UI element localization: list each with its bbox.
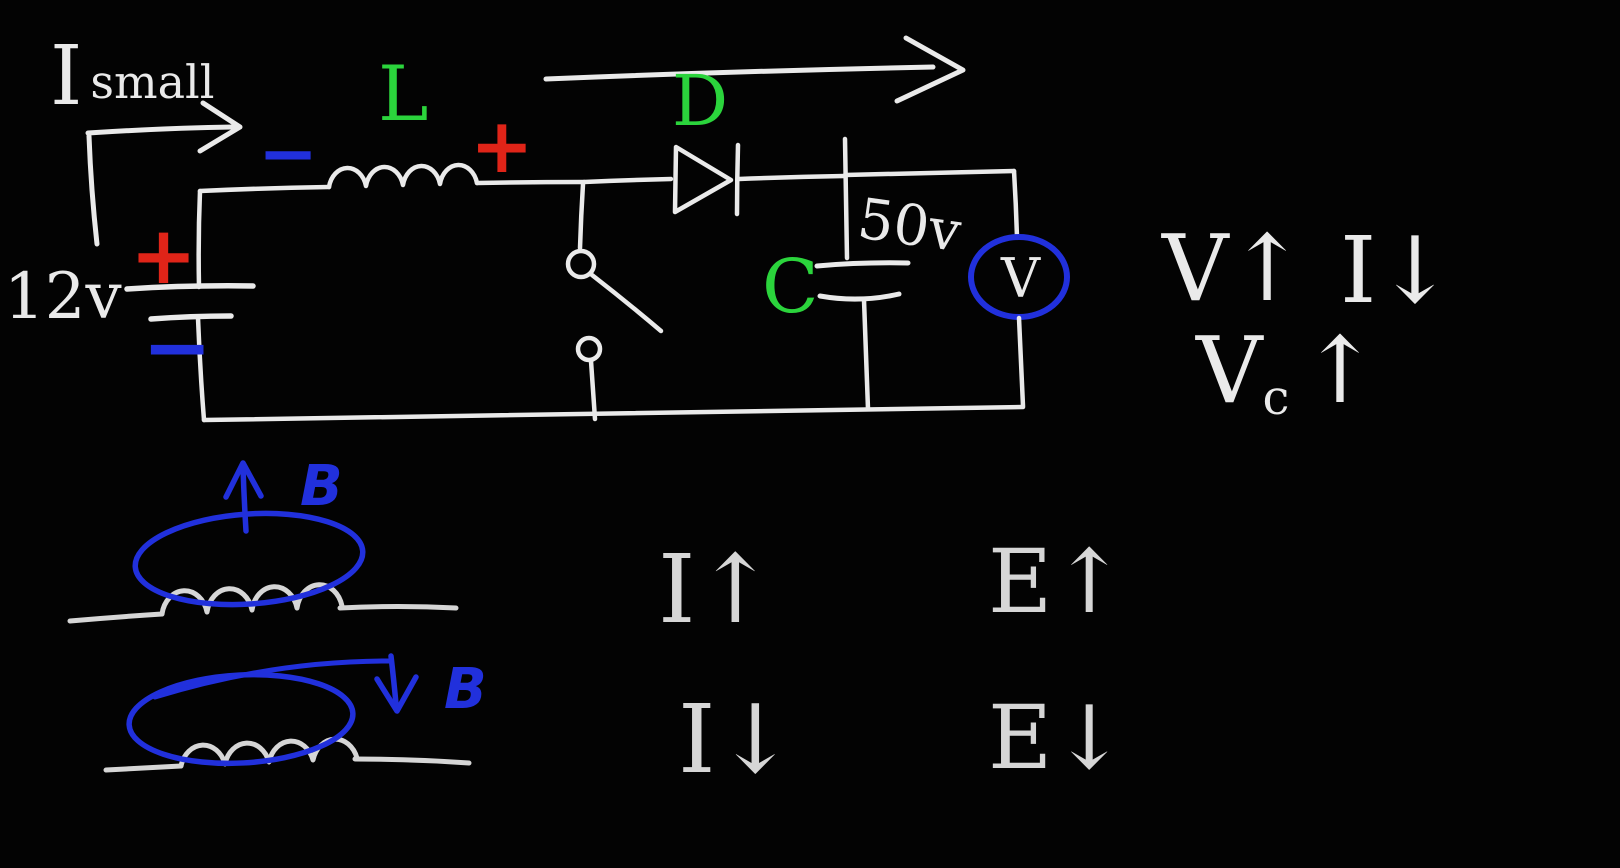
voltmeter: V xyxy=(968,168,1070,409)
energy-down-annotation: E↓ xyxy=(988,686,1126,789)
diode-label: D xyxy=(672,60,728,142)
coil1-left-lead xyxy=(67,611,165,624)
coil2-flux-loop xyxy=(126,671,356,767)
wire-bottom xyxy=(201,404,1026,423)
wire-top-left xyxy=(197,184,332,194)
coil1-field-label: B xyxy=(300,454,343,519)
switch-lower-stem xyxy=(588,358,598,422)
inductor-branch: L − + xyxy=(197,49,587,195)
wire-battery-to-bottom xyxy=(195,315,207,423)
wire-inductor-to-switch xyxy=(474,179,587,186)
capacitor-top-plate xyxy=(814,260,911,269)
wire-switch-to-diode xyxy=(581,176,674,185)
flux-down-arrow-head xyxy=(374,674,419,714)
wire-diode-to-cap xyxy=(736,173,847,182)
flux-up-arrow-head xyxy=(223,460,264,500)
coil1-winding xyxy=(159,582,345,617)
battery-long-plate xyxy=(124,283,256,292)
diode-triangle xyxy=(672,144,734,215)
wire-right-upper xyxy=(1011,168,1020,240)
coil2-right-lead xyxy=(352,756,472,766)
capacitor-bottom-lead xyxy=(861,297,871,412)
current-arrow-shaft xyxy=(543,64,936,82)
right-annotations: V↑ I↓ Vc↑ xyxy=(1161,215,1453,426)
switch-blade xyxy=(589,272,664,334)
current-down-annotation: I↓ xyxy=(1340,217,1453,324)
coil-sketch-flux-down: B xyxy=(103,653,487,773)
bottom-annotations: I↑ E↑ I↓ E↓ xyxy=(658,530,1126,795)
flux-down-arrow-shaft xyxy=(388,653,399,707)
switch-symbol xyxy=(565,181,664,422)
current-arrow-head xyxy=(894,35,966,104)
capacitor-top-lead xyxy=(842,136,850,261)
coil2-field-label: B xyxy=(444,657,487,722)
current-up-annotation: I↑ xyxy=(658,535,775,645)
voltage-up-annotation: V↑ xyxy=(1161,215,1306,322)
current-down-annotation2: I↓ xyxy=(678,685,795,795)
coil1-right-lead xyxy=(337,604,459,611)
inductor-plus-sign: + xyxy=(470,101,534,190)
input-current-drop-line xyxy=(86,133,100,247)
battery-voltage-label: 12v xyxy=(4,260,122,334)
battery-symbol: 12v + − xyxy=(4,188,256,423)
coil-sketch-flux-up: B xyxy=(67,454,459,624)
switch-top-terminal xyxy=(565,248,597,280)
wire-right-lower xyxy=(1016,315,1026,409)
capacitor-label: C xyxy=(762,244,819,330)
input-current-arrow-shaft xyxy=(85,124,236,136)
capacitor-branch: 50v C xyxy=(762,136,1017,412)
input-current-arrow-head xyxy=(197,100,243,154)
switch-bottom-terminal xyxy=(575,335,603,363)
diode-branch: D xyxy=(581,60,847,217)
current-direction-arrow xyxy=(543,35,966,104)
wire-battery-to-top xyxy=(196,188,203,290)
battery-minus-sign: − xyxy=(142,298,212,396)
inductor-symbol xyxy=(326,162,480,190)
battery-plus-sign: + xyxy=(130,209,197,302)
flux-up-arrow-shaft xyxy=(240,464,249,534)
coil1-flux-loop xyxy=(132,510,366,608)
capacitor-voltage-label: 50v xyxy=(854,186,965,265)
inductor-label: L xyxy=(378,49,428,138)
wire-top-right xyxy=(842,168,1017,178)
capacitor-bottom-plate xyxy=(817,291,902,302)
inductor-minus-sign: − xyxy=(258,111,318,195)
energy-up-annotation: E↑ xyxy=(988,530,1126,633)
switch-upper-stem xyxy=(577,181,586,251)
battery-short-plate xyxy=(148,313,234,322)
coil2-flux-flourish xyxy=(152,658,392,700)
cap-voltage-up-annotation: Vc↑ xyxy=(1195,317,1378,426)
coil2-left-lead xyxy=(103,763,184,773)
voltmeter-label: V xyxy=(1000,247,1041,310)
